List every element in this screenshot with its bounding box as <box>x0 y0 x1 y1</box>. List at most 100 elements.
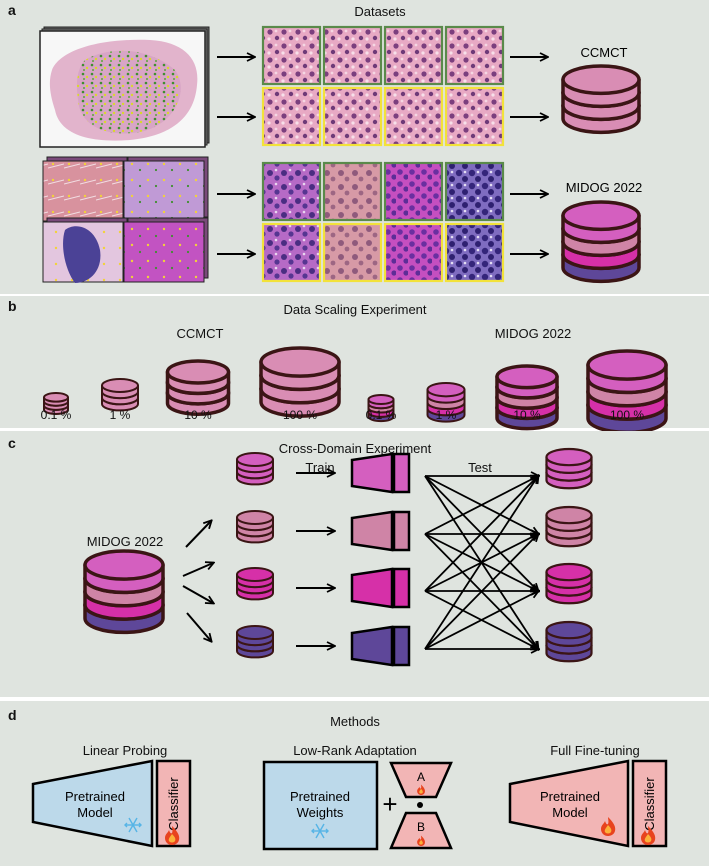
imposter-patch <box>383 222 444 283</box>
train-domain-database-icon <box>236 625 274 659</box>
domain-classifier <box>392 625 411 667</box>
fire-icon <box>601 817 616 836</box>
imposter-patch <box>322 222 383 283</box>
fire-icon <box>641 826 656 845</box>
linear-probing-diagram: Pretrained Model Classifier <box>31 759 192 848</box>
imposter-patch <box>444 222 505 283</box>
ccmct-fraction-label: 10 % <box>184 408 212 422</box>
midog-fraction-database-icon <box>495 364 559 431</box>
adapter-b-block <box>389 811 453 850</box>
mitotic-figure-patch <box>383 161 444 222</box>
midog-label: MIDOG 2022 <box>566 180 643 195</box>
ccmct-fraction-database-icon <box>259 346 341 418</box>
test-arrow <box>424 476 538 535</box>
test-arrow <box>424 534 538 650</box>
test-domain-database-icon <box>545 562 593 605</box>
plus-sign: + <box>382 789 397 819</box>
midog-fraction-database-icon <box>367 394 395 423</box>
domain-model <box>350 510 394 552</box>
midog-whole-slide-images <box>42 156 209 283</box>
ccmct-database-icon <box>561 64 641 135</box>
midog-fraction-label: 1 % <box>435 408 457 422</box>
backbone-label-line1: Pretrained <box>65 789 125 804</box>
ccmct-whole-slide-image <box>39 26 210 148</box>
test-label: Test <box>468 460 492 475</box>
fire-icon <box>417 784 425 795</box>
method-title-full-finetuning: Full Fine-tuning <box>550 743 640 758</box>
datasets-diagram: CCMCT MIDOG 2022 <box>39 25 643 284</box>
fire-icon <box>165 826 180 845</box>
ccmct-fraction-label: 0.1 % <box>40 408 72 422</box>
train-domain-database-icon <box>236 510 274 544</box>
midog-database-icon <box>561 200 641 284</box>
ccmct-fraction-database-icon <box>101 378 139 412</box>
panel-data-scaling: b Data Scaling Experiment CCMCT MIDOG 20… <box>0 296 709 435</box>
panel-label-a: a <box>8 2 16 18</box>
adapter-b-label: B <box>417 820 425 834</box>
cross-domain-diagram <box>83 447 593 667</box>
ccmct-fraction-label: 100 % <box>282 408 318 422</box>
source-database-icon <box>83 549 165 635</box>
mitotic-figure-patch <box>261 25 322 86</box>
domain-classifier <box>392 452 411 494</box>
snowflake-icon <box>124 817 142 833</box>
adapter-a-block <box>389 761 453 799</box>
mitotic-figure-patch <box>444 25 505 86</box>
mitotic-figure-patch <box>322 25 383 86</box>
backbone-label-line1: Pretrained <box>540 789 600 804</box>
classifier-label: Classifier <box>642 777 657 831</box>
test-arrow <box>424 476 538 592</box>
imposter-patch <box>261 222 322 283</box>
weights-label-line1: Pretrained <box>290 789 350 804</box>
ccmct-label: CCMCT <box>581 45 628 60</box>
train-domain-database-icon <box>236 567 274 601</box>
imposter-patch <box>444 86 505 147</box>
test-arrow <box>424 476 538 650</box>
panel-title-datasets: Datasets <box>354 4 406 19</box>
classifier-label: Classifier <box>166 777 181 831</box>
full-finetuning-diagram: Pretrained Model Classifier <box>508 759 668 848</box>
midog-scaling-label: MIDOG 2022 <box>494 326 572 341</box>
ccmct-database-icon <box>561 64 641 135</box>
midog-fraction-database-icon <box>586 349 668 435</box>
data-scaling-diagram <box>43 346 668 435</box>
patch-grid <box>261 25 505 283</box>
panel-label-c: c <box>8 435 16 451</box>
method-title-linear-probing: Linear Probing <box>82 743 168 758</box>
midog-fraction-database-icon <box>426 382 466 423</box>
snowflake-icon <box>311 823 329 839</box>
imposter-patch <box>383 86 444 147</box>
adapter-a-label: A <box>417 770 425 784</box>
ccmct-fraction-label: 1 % <box>109 408 131 422</box>
panel-cross-domain: c Cross-Domain Experiment Train Test MID… <box>0 431 709 697</box>
midog-fraction-label: 100 % <box>609 408 645 422</box>
test-arrow <box>424 591 538 650</box>
ccmct-fraction-database-icon <box>165 359 231 416</box>
pretrained-model-frozen <box>31 759 154 848</box>
panel-title-methods: Methods <box>330 714 380 729</box>
test-domain-database-icon <box>545 447 593 490</box>
methods-diagram: Pretrained Model Classifier Pretrained W… <box>31 759 668 851</box>
domain-model <box>350 452 394 494</box>
domain-classifier <box>392 510 411 552</box>
backbone-label-line2: Model <box>77 805 113 820</box>
ccmct-scaling-label: CCMCT <box>176 326 224 341</box>
test-domain-database-icon <box>545 505 593 548</box>
fire-icon <box>417 835 425 846</box>
method-title-lora: Low-Rank Adaptation <box>293 743 417 758</box>
midog-fraction-label: 0.1 % <box>365 408 397 422</box>
test-domain-database-icon <box>545 620 593 663</box>
mitotic-figure-patch <box>444 161 505 222</box>
mitotic-figure-patch <box>261 161 322 222</box>
midog-database-icon <box>561 200 641 284</box>
lora-diagram: Pretrained Weights + A B <box>262 760 453 851</box>
pretrained-model-trainable <box>508 759 630 848</box>
split-arrow <box>182 563 213 577</box>
panel-title-cross-domain: Cross-Domain Experiment <box>278 441 432 456</box>
panel-label-d: d <box>8 707 17 723</box>
domain-model <box>350 567 394 609</box>
split-arrow <box>186 612 211 641</box>
mitotic-figure-patch <box>322 161 383 222</box>
imposter-patch <box>322 86 383 147</box>
ccmct-fraction-database-icon <box>43 392 69 415</box>
